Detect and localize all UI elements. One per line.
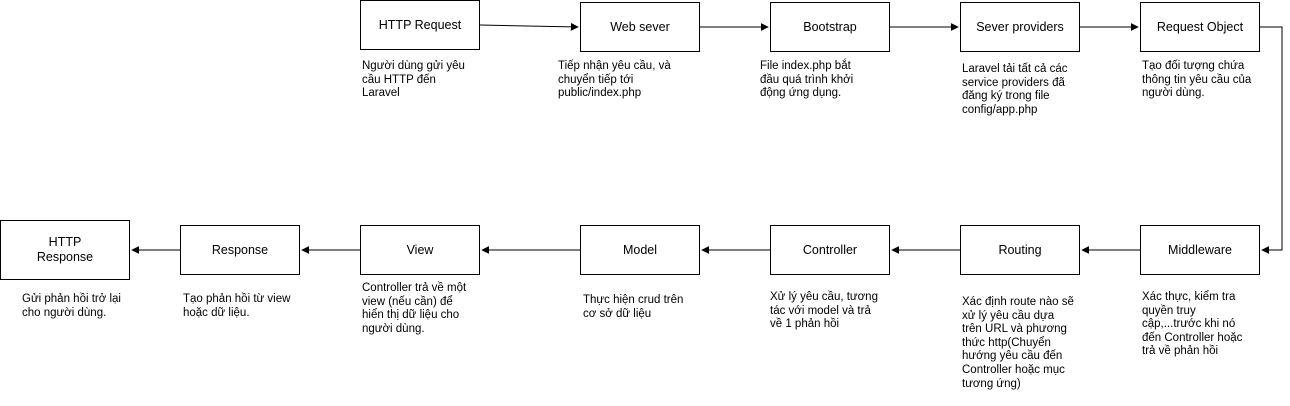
- node-request-object: Request Object: [1140, 2, 1260, 52]
- desc-routing: Xác định route nào sẽ xử lý yêu cầu dựa …: [962, 296, 1074, 390]
- desc-model: Thực hiện crud trên cơ sở dữ liệu: [583, 294, 684, 320]
- node-response: Response: [180, 225, 300, 275]
- desc-request-object: Tạo đối tượng chứa thông tin yêu cầu của…: [1142, 60, 1252, 100]
- node-http-request: HTTP Request: [360, 0, 480, 50]
- desc-http-request: Người dùng gửi yêu cầu HTTP đến Laravel: [362, 60, 465, 100]
- arrow-http-request-to-web-server: [479, 22, 579, 31]
- node-service-providers: Sever providers: [960, 2, 1080, 52]
- desc-bootstrap: File index.php bắt đầu quá trình khởi độ…: [760, 60, 854, 100]
- node-view: View: [360, 225, 480, 275]
- node-http-response: HTTP Response: [0, 220, 130, 280]
- node-bootstrap: Bootstrap: [770, 2, 890, 52]
- node-model: Model: [580, 225, 700, 275]
- node-web-server: Web sever: [580, 2, 700, 52]
- desc-service-providers: Laravel tải tất cả các service providers…: [962, 63, 1068, 116]
- node-middleware: Middleware: [1140, 225, 1260, 275]
- desc-web-server: Tiếp nhận yêu cầu, và chuyển tiếp tới pu…: [558, 60, 671, 100]
- node-controller: Controller: [770, 225, 890, 275]
- desc-response: Tạo phản hồi từ view hoặc dữ liệu.: [183, 293, 291, 319]
- desc-http-response: Gửi phản hồi trở lại cho người dùng.: [22, 293, 121, 319]
- desc-middleware: Xác thực, kiểm tra quyền truy cập,...trư…: [1142, 291, 1243, 358]
- desc-view: Controller trả về một view (nếu cần) để …: [362, 282, 467, 335]
- node-routing: Routing: [960, 225, 1080, 275]
- arrow-request-object-to-middleware: [1260, 26, 1283, 254]
- desc-controller: Xử lý yêu cầu, tương tác với model và tr…: [770, 291, 878, 331]
